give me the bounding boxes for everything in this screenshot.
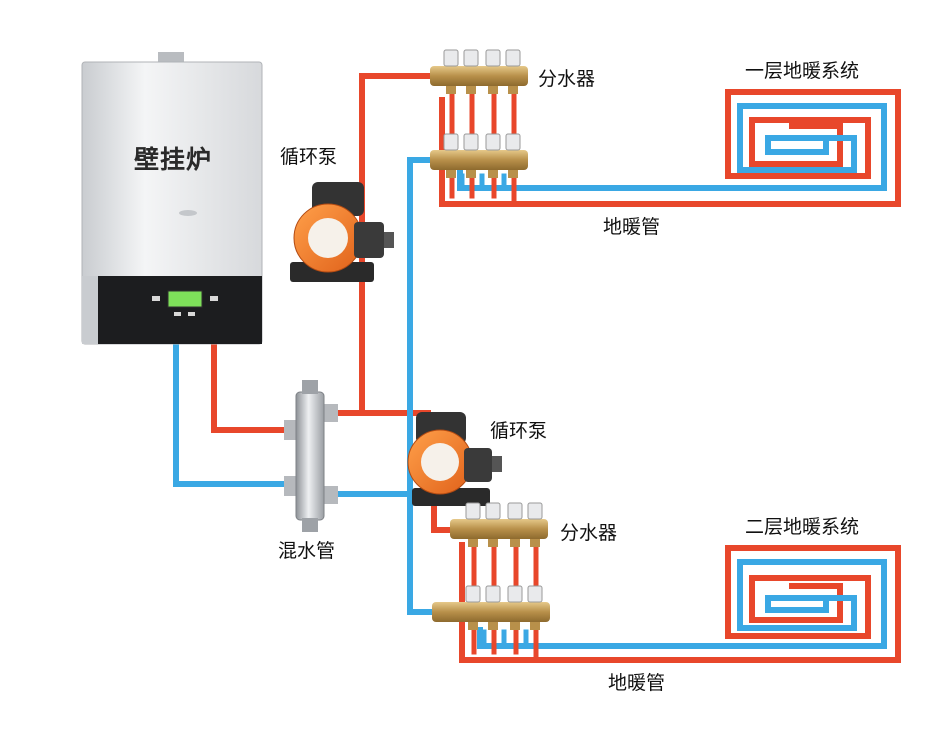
circulation-pump-1-body <box>290 182 394 282</box>
floor2-supply-loop <box>459 542 901 663</box>
floor1-supply-loop <box>439 89 901 207</box>
manifold-2-label: 分水器 <box>560 522 618 544</box>
mixing-tube-label: 混水管 <box>278 540 336 562</box>
floor1-return-loop <box>457 103 887 191</box>
manifold-2-return <box>432 585 550 630</box>
floor1-return-main <box>407 157 439 497</box>
floor-2-system-label: 二层地暖系统 <box>745 516 860 538</box>
manifold-2-supply <box>450 502 548 547</box>
floor2-return-main <box>407 491 441 615</box>
manifold-1-supply <box>430 49 528 94</box>
floor-2-pipe-label: 地暖管 <box>608 672 666 694</box>
floor2-return-loop <box>477 559 887 649</box>
boiler-return-pipe <box>173 337 303 487</box>
manifold-1-return <box>430 133 528 178</box>
floor-1-pipe-label: 地暖管 <box>603 216 661 238</box>
manifold-1-label: 分水器 <box>538 68 596 90</box>
pump-1-label: 循环泵 <box>280 146 338 168</box>
boiler-supply-pipe <box>211 337 303 433</box>
circulation-pump-2-body <box>407 412 502 506</box>
wall-boiler <box>81 52 263 345</box>
pump-2-label: 循环泵 <box>490 420 548 442</box>
mixing-tube-body <box>284 380 338 532</box>
floor2-supply-riser <box>431 495 459 533</box>
boiler-label: 壁挂炉 <box>133 145 212 174</box>
floor-1-system-label: 一层地暖系统 <box>745 60 860 82</box>
